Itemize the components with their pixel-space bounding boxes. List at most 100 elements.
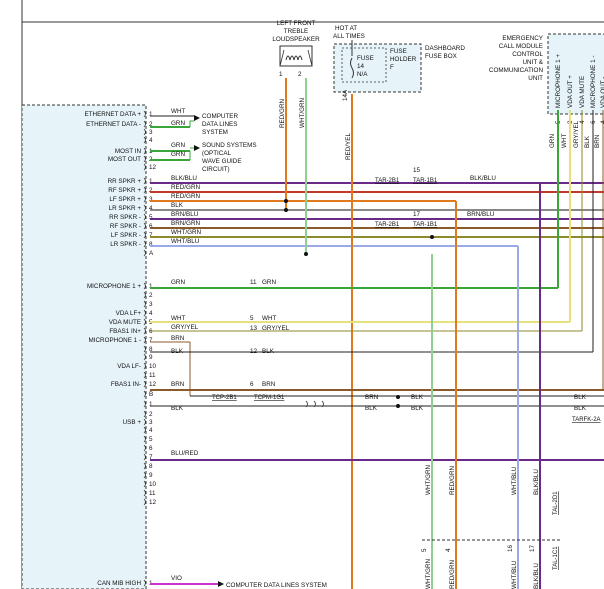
fuse-holder-1: FUSE <box>390 48 407 55</box>
w-fuse-redyel: RED/YEL <box>345 133 352 160</box>
conn-tar-1b1-a: TAR-1B1 <box>413 178 438 184</box>
pin-name-1: ETHERNET DATA - <box>86 121 141 128</box>
pin-bracket-38 <box>143 480 146 488</box>
conn-tar-2b1-a: TAR-2B1 <box>375 178 400 184</box>
ecm-pin-name-4: VDA OUT - <box>600 77 604 108</box>
pin-bracket-11 <box>143 213 146 221</box>
fuse-box-2: FUSE BOX <box>425 53 458 60</box>
w-blk-right-2: BLK <box>574 405 587 412</box>
w-lf-plus: RED/GRN <box>171 193 200 200</box>
pin-num-27: 12 <box>149 381 157 388</box>
pin-name-5: MOST OUT <box>108 156 141 163</box>
pin-bracket-1 <box>143 120 146 128</box>
w-speaker-redgrn: RED/GRN <box>279 99 286 128</box>
w-mic-plus: GRN <box>171 279 185 286</box>
w-rr-plus: BLK/BLU <box>171 175 197 182</box>
pin-bracket-21 <box>143 327 146 335</box>
pin-bracket-3 <box>143 136 146 144</box>
ecm-title-0: EMERGENCY <box>502 35 543 42</box>
dest-data-bottom: COMPUTER DATA LINES SYSTEM <box>226 582 327 589</box>
pin-name-16: MICROPHONE 1 + <box>87 283 141 290</box>
dest-sound-0: SOUND SYSTEMS <box>202 142 257 149</box>
junction-wht-grn <box>430 235 434 239</box>
pin-num-22: 7 <box>149 337 153 344</box>
wire-ethernet-join <box>189 120 194 127</box>
w-vda-lf-minus-2: BRN <box>262 381 276 388</box>
pin-num-31: 3 <box>149 419 153 426</box>
w-rf-minus: BRN/GRN <box>171 220 200 227</box>
w-blk-mid-2: BLK <box>365 405 378 412</box>
ecm-pin-name-3: MICROPHONE 1 - <box>590 56 597 108</box>
pin-bracket-37 <box>143 471 146 479</box>
pin-bracket-35 <box>143 453 146 461</box>
pin-bracket-18 <box>143 300 146 308</box>
pin-num-40: 12 <box>149 499 157 506</box>
conn-tar-1b1-b: TAR-1B1 <box>413 222 438 228</box>
pin-bracket-8 <box>143 186 146 194</box>
w-vda-lf-plus: WHT <box>171 315 185 322</box>
dest-sound-3: CIRCUIT) <box>202 166 230 173</box>
junction-lf-minus <box>304 252 308 256</box>
bottom-label-redgrn-2: RED/GRN <box>449 560 456 589</box>
pin-num-34: 6 <box>149 445 153 452</box>
pin-bracket-22 <box>143 336 146 344</box>
pin-num-37: 9 <box>149 472 153 479</box>
pin-bracket-33 <box>143 435 146 443</box>
pin-num-0: 1 <box>149 111 153 118</box>
dest-sound-1: (OPTICAL <box>202 150 232 157</box>
speaker-title-1: LEFT FRONT <box>277 20 316 27</box>
pin-bracket-25 <box>143 362 146 370</box>
dest-data-1: DATA LINES <box>202 121 237 128</box>
pin-5: 5 <box>250 315 254 322</box>
pin-bracket-14 <box>143 240 146 248</box>
ecm-title-4: COMMUNICATION <box>489 67 544 74</box>
bottom-label-blkblu: BLK/BLU <box>533 469 540 495</box>
pin-num-29: 1 <box>149 401 153 408</box>
pin-name-31: USB + <box>123 419 142 426</box>
pin-num-30: 2 <box>149 411 153 418</box>
w-brn-mid: BRN <box>365 394 379 401</box>
w-fbas-plus: BRN <box>171 335 185 342</box>
pin-num-36: 8 <box>149 463 153 470</box>
conn-tal-1c1: TAL-1C1 <box>553 546 559 570</box>
pin-name-14: LR SPKR - <box>110 241 141 248</box>
pin-num-26: 11 <box>149 372 156 379</box>
pin-num-7: 1 <box>149 178 153 185</box>
pin-bracket-34 <box>143 444 146 452</box>
hot-text-2: ALL TIMES <box>333 33 365 40</box>
pin-num-24: 9 <box>149 354 153 361</box>
bottom-label-blkblu-2: BLK/BLU <box>533 563 540 589</box>
pin-bracket-17 <box>143 291 146 299</box>
pin-name-11: RR SPKR - <box>109 214 141 221</box>
bottom-pin-2: 16 <box>507 544 514 552</box>
pin-name-10: LR SPKR + <box>109 205 142 212</box>
pin-num-9: 3 <box>149 196 153 203</box>
pin-13: 13 <box>250 325 258 332</box>
ecm-wire-2: GRY/YEL <box>573 120 580 148</box>
pin-num-6: 12 <box>149 164 157 171</box>
pin-bracket-2 <box>143 128 146 136</box>
pin-num-28: B <box>149 391 153 398</box>
conn-tcp-2b1: TCP-2B1 <box>212 395 237 401</box>
w-vda-mute-2: GRY/YEL <box>262 325 290 332</box>
pin-name-8: RF SPKR + <box>108 187 141 194</box>
pin-num-11: 5 <box>149 214 153 221</box>
pin-17: 17 <box>413 211 421 218</box>
pin-name-25: VDA LF- <box>117 363 141 370</box>
fuse-box-1: DASHBOARD <box>425 45 465 52</box>
speaker-title-3: LOUDSPEAKER <box>272 36 320 43</box>
w-lr-plus: BLK <box>171 202 184 209</box>
dest-sound-2: WAVE GUIDE <box>202 158 242 165</box>
fuse-box <box>333 43 422 93</box>
pin-bracket-19 <box>143 309 146 317</box>
w-ethernet-minus: GRN <box>171 120 185 127</box>
pin-num-19: 4 <box>149 310 153 317</box>
w-rr-minus: BRN/BLU <box>171 211 199 218</box>
bottom-pin-3: 17 <box>529 544 536 552</box>
conn-tarfk-2a: TARFK-2A <box>572 417 601 423</box>
pin-bracket-39 <box>143 489 146 497</box>
pin-bracket-32 <box>143 426 146 434</box>
pin-bracket-27 <box>143 380 146 388</box>
pin-num-16: 1 <box>149 283 153 290</box>
